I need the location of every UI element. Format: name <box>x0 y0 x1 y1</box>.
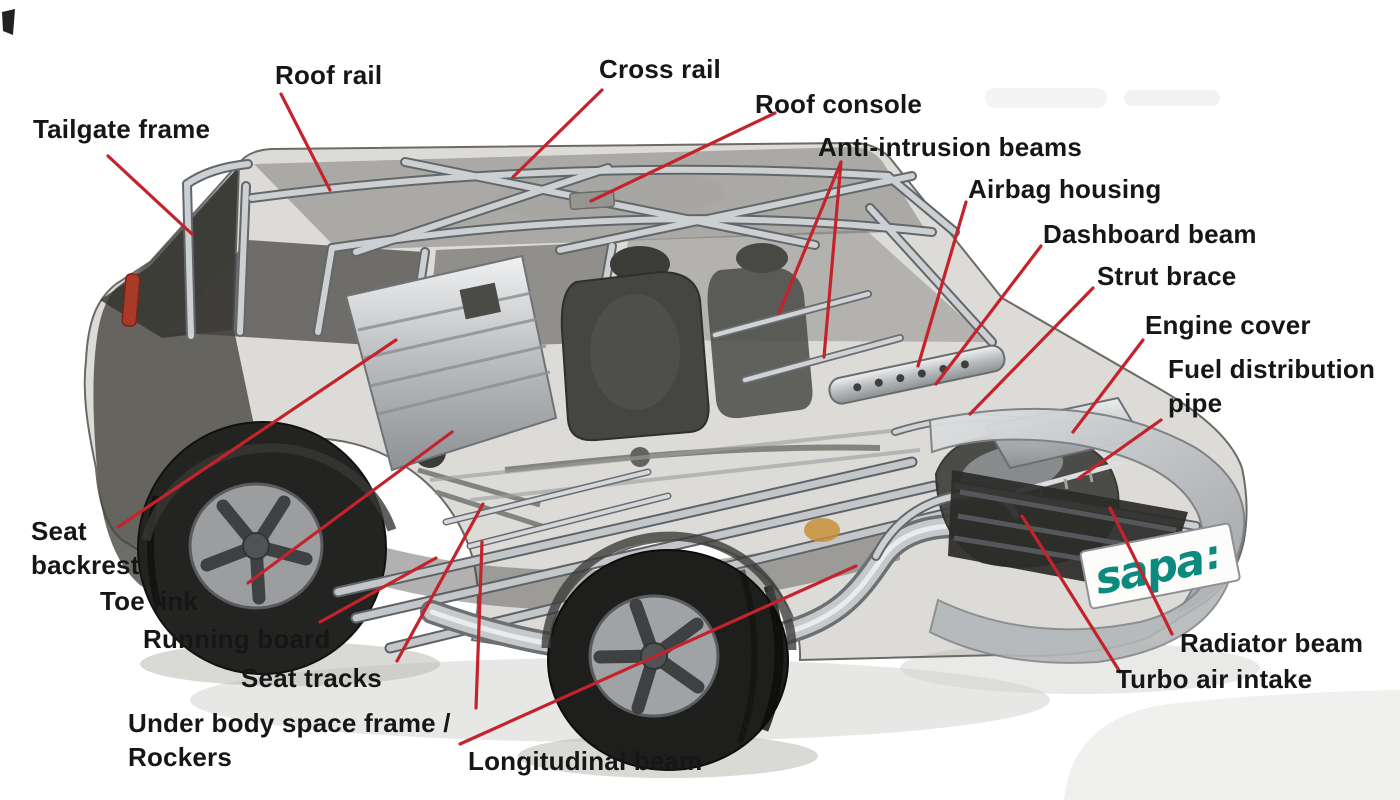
background-smudge <box>1124 90 1220 106</box>
rear-wheel <box>137 421 387 675</box>
corner-mark <box>2 9 15 35</box>
tail-lamp <box>121 273 141 327</box>
front-seats <box>560 243 813 442</box>
seat-backrest-panel <box>344 254 558 472</box>
background-artifacts <box>2 9 1400 800</box>
roof-console-part <box>568 189 616 211</box>
front-wheel <box>547 549 789 771</box>
background-smudge <box>985 88 1107 108</box>
bottom-right-blob <box>1064 690 1400 800</box>
driveline <box>429 428 921 502</box>
turn-indicator <box>804 518 840 542</box>
